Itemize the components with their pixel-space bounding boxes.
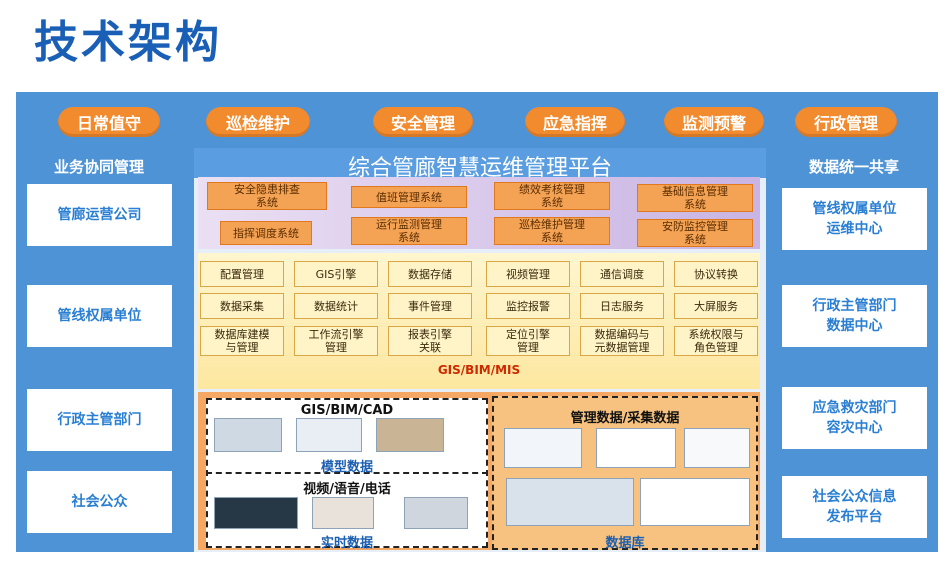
left-item: 行政主管部门: [27, 389, 172, 451]
platform-title: 综合管廊智慧运维管理平台: [347, 156, 612, 181]
left-heading: 业务协同管理: [53, 158, 144, 176]
database-caption: 数据库: [605, 536, 645, 551]
service-box: 数据编码与 元数据管理: [580, 326, 664, 356]
system-box: 安全隐患排查 系统: [207, 182, 327, 210]
form-screenshot: [684, 428, 750, 468]
system-box: 绩效考核管理 系统: [494, 182, 610, 210]
services-band: [198, 253, 760, 389]
system-box: 巡检维护管理 系统: [494, 217, 610, 245]
service-box: 配置管理: [200, 261, 284, 287]
right-heading: 数据统一共享: [808, 158, 899, 176]
management-data-title: 管理数据/采集数据: [570, 411, 680, 426]
realtime-data-caption: 实时数据: [320, 536, 373, 551]
right-item: 行政主管部门 数据中心: [782, 285, 927, 347]
divider: [206, 472, 488, 474]
right-item: 管线权属单位 运维中心: [782, 188, 927, 250]
service-box: 大屏服务: [674, 293, 758, 319]
service-box: GIS引擎: [294, 261, 378, 287]
service-box: 事件管理: [388, 293, 472, 319]
right-item: 社会公众信息 发布平台: [782, 476, 927, 538]
system-box: 指挥调度系统: [220, 221, 312, 245]
service-box: 系统权限与 角色管理: [674, 326, 758, 356]
platform-title-bar: [194, 148, 766, 178]
service-box: 协议转换: [674, 261, 758, 287]
tab-emergency: 应急指挥: [525, 107, 625, 137]
left-item: 管廊运营公司: [27, 184, 172, 246]
monitoring-screenshot: [506, 478, 634, 526]
system-box: 运行监测管理 系统: [351, 217, 467, 245]
tab-safety: 安全管理: [373, 107, 473, 137]
service-box: 数据存储: [388, 261, 472, 287]
service-box: 视频管理: [486, 261, 570, 287]
service-box: 工作流引擎 管理: [294, 326, 378, 356]
left-item: 管线权属单位: [27, 285, 172, 347]
telephone-image: [404, 497, 468, 529]
dashboard-screenshot: [504, 428, 582, 468]
service-box: 数据统计: [294, 293, 378, 319]
video-wall-image: [214, 497, 298, 529]
database-table-screenshot: [640, 478, 750, 526]
model-data-caption: 模型数据: [320, 460, 373, 475]
gis-bim-mis-label: GIS/BIM/MIS: [437, 363, 521, 377]
realtime-data-title: 视频/语音/电话: [303, 482, 391, 497]
service-box: 数据采集: [200, 293, 284, 319]
operator-headset-image: [312, 497, 374, 529]
gis-model-image: [376, 418, 444, 452]
system-box: 值班管理系统: [351, 186, 467, 208]
service-box: 日志服务: [580, 293, 664, 319]
service-box: 数据库建模 与管理: [200, 326, 284, 356]
model-data-title: GIS/BIM/CAD: [300, 403, 394, 418]
bim-model-image: [296, 418, 362, 452]
left-item: 社会公众: [27, 471, 172, 533]
system-box: 安防监控管理 系统: [637, 219, 753, 247]
tab-inspection: 巡检维护: [206, 107, 310, 137]
tab-monitoring: 监测预警: [664, 107, 764, 137]
service-box: 定位引擎 管理: [486, 326, 570, 356]
cad-model-image: [214, 418, 282, 452]
tab-administration: 行政管理: [795, 107, 897, 137]
system-box: 基础信息管理 系统: [637, 184, 753, 212]
page-title: 技术架构: [34, 17, 222, 68]
service-box: 通信调度: [580, 261, 664, 287]
tab-daily-duty: 日常值守: [58, 107, 160, 137]
service-box: 监控报警: [486, 293, 570, 319]
service-box: 报表引擎 关联: [388, 326, 472, 356]
right-item: 应急救灾部门 容灾中心: [782, 387, 927, 449]
pie-chart-screenshot: [596, 428, 676, 468]
